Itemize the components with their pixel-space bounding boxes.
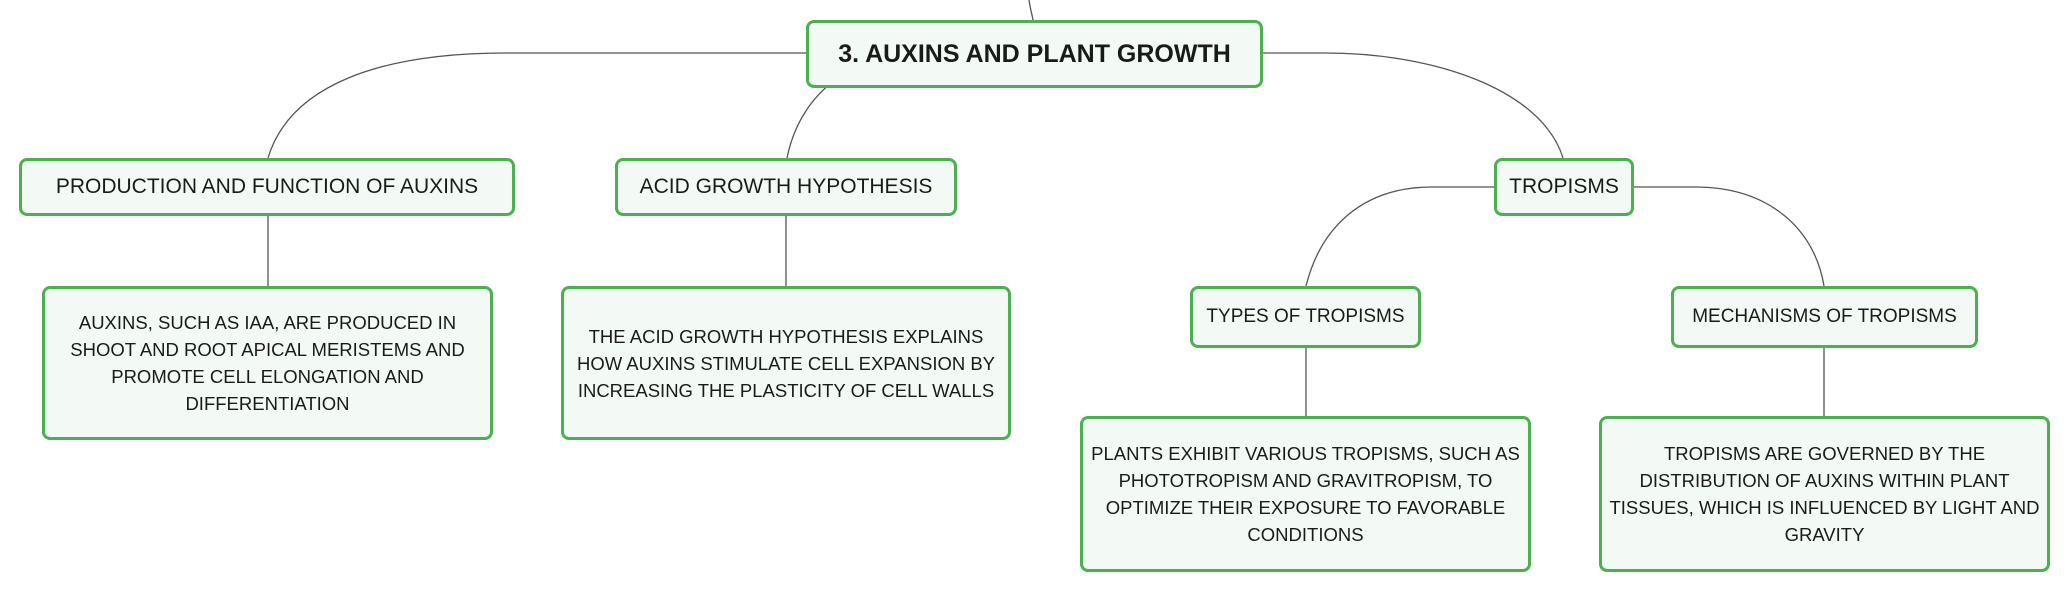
detail-text: TROPISMS ARE GOVERNED BY THE DISTRIBUTIO… <box>1609 443 2040 545</box>
connector-root-tropisms <box>1263 52 1564 159</box>
connector-parent-root <box>1028 0 1034 21</box>
subtopic-label: TYPES OF TROPISMS <box>1206 306 1405 327</box>
root-topic-label: 3. AUXINS AND PLANT GROWTH <box>838 39 1231 68</box>
connector-tropisms-mechanisms <box>1634 186 1825 287</box>
detail-text: AUXINS, SUCH AS IAA, ARE PRODUCED IN SHO… <box>70 312 465 414</box>
connector-root-acid-growth <box>786 83 831 159</box>
topic-tropisms[interactable]: TROPISMS <box>1494 158 1634 216</box>
topic-label: PRODUCTION AND FUNCTION OF AUXINS <box>55 175 479 198</box>
topic-label: ACID GROWTH HYPOTHESIS <box>639 175 933 198</box>
connector-root-production <box>267 52 806 159</box>
subtopic-types-of-tropisms[interactable]: TYPES OF TROPISMS <box>1190 286 1421 348</box>
subtopic-mechanisms-of-tropisms[interactable]: MECHANISMS OF TROPISMS <box>1671 286 1978 348</box>
topic-label: TROPISMS <box>1509 175 1619 198</box>
detail-production-function[interactable]: AUXINS, SUCH AS IAA, ARE PRODUCED IN SHO… <box>42 286 493 440</box>
detail-acid-growth[interactable]: THE ACID GROWTH HYPOTHESIS EXPLAINS HOW … <box>561 286 1011 440</box>
detail-types-of-tropisms[interactable]: PLANTS EXHIBIT VARIOUS TROPISMS, SUCH AS… <box>1080 416 1531 572</box>
detail-text: PLANTS EXHIBIT VARIOUS TROPISMS, SUCH AS… <box>1091 443 1520 545</box>
topic-acid-growth[interactable]: ACID GROWTH HYPOTHESIS <box>615 158 957 216</box>
detail-text: THE ACID GROWTH HYPOTHESIS EXPLAINS HOW … <box>576 325 996 401</box>
root-topic[interactable]: 3. AUXINS AND PLANT GROWTH <box>806 20 1263 88</box>
subtopic-label: MECHANISMS OF TROPISMS <box>1692 306 1957 327</box>
topic-production-function[interactable]: PRODUCTION AND FUNCTION OF AUXINS <box>19 158 515 216</box>
detail-mechanisms-of-tropisms[interactable]: TROPISMS ARE GOVERNED BY THE DISTRIBUTIO… <box>1599 416 2050 572</box>
connector-tropisms-types <box>1305 186 1494 287</box>
